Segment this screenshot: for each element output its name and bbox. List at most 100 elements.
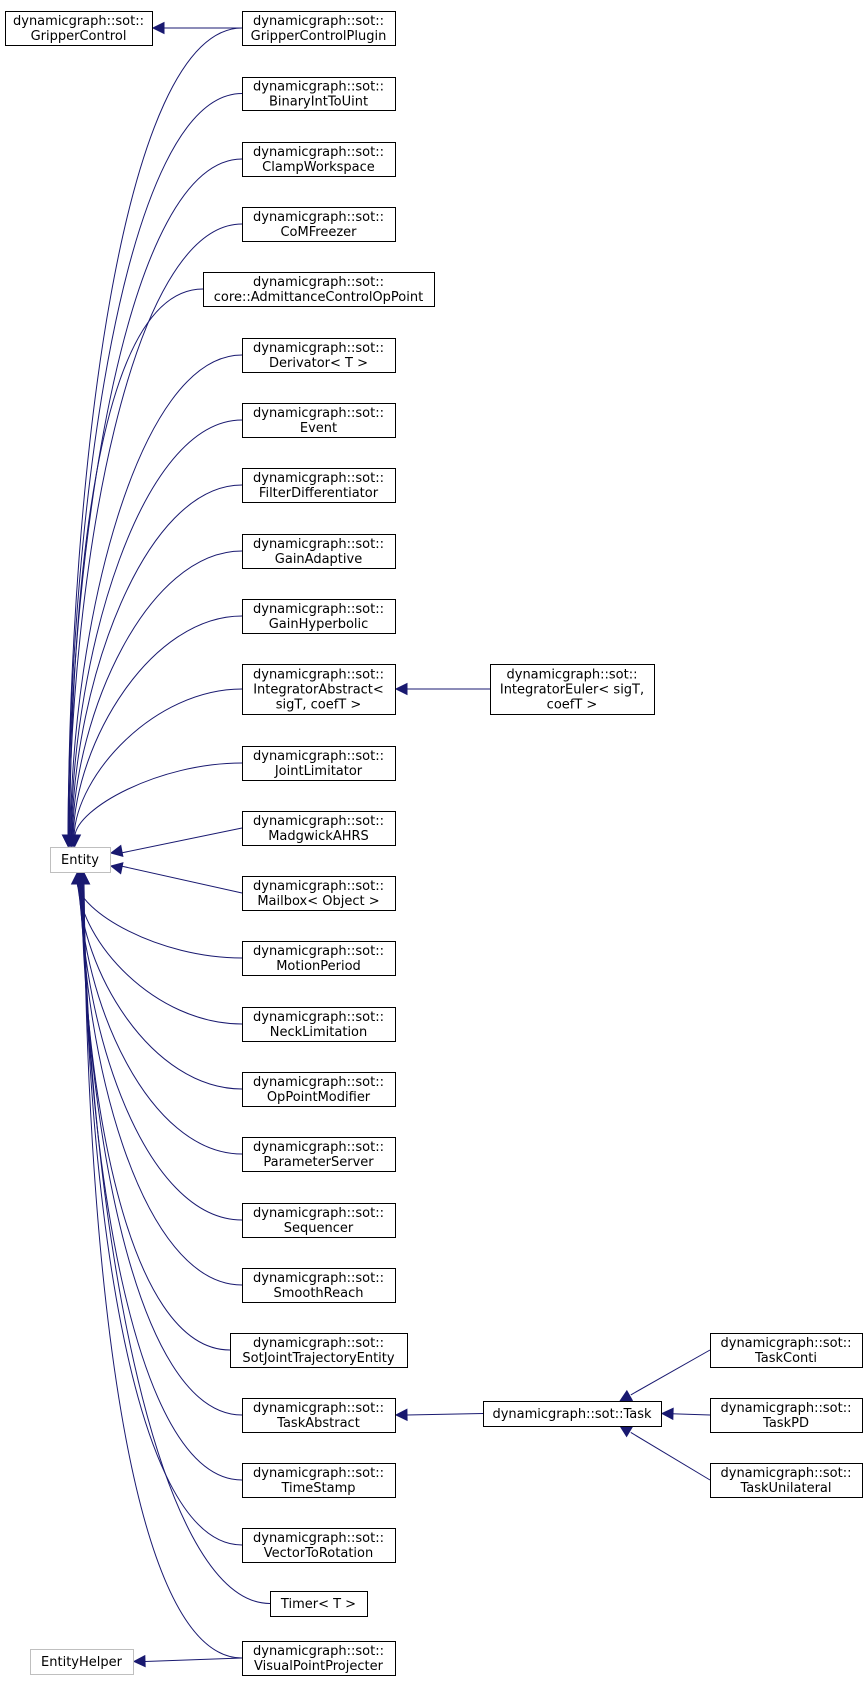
inheritance-edge-vector-to-rotation-to-entity	[77, 871, 243, 1546]
inheritance-edge-op-point-modifier-to-entity	[72, 871, 243, 1090]
class-node-box	[242, 1463, 396, 1498]
inheritance-edge-task-unilateral-to-task	[619, 1425, 711, 1481]
class-node-box	[242, 1007, 396, 1042]
class-node-label: dynamicgraph::sot::	[721, 1466, 852, 1481]
class-node-label: Timer< T >	[280, 1597, 356, 1612]
class-node-label: CoMFreezer	[280, 225, 357, 240]
class-node-task-conti[interactable]: dynamicgraph::sot::TaskConti	[710, 1333, 863, 1368]
class-node-sot-joint-trajectory-entity[interactable]: dynamicgraph::sot::SotJointTrajectoryEnt…	[230, 1333, 408, 1368]
class-node-mailbox[interactable]: dynamicgraph::sot::Mailbox< Object >	[242, 876, 396, 911]
edge-line	[78, 882, 243, 1155]
class-node-task-abstract[interactable]: dynamicgraph::sot::TaskAbstract	[242, 1398, 396, 1433]
class-node-box	[270, 1591, 368, 1617]
class-node-label: NeckLimitation	[270, 1025, 368, 1040]
inheritance-edge-binary-int-to-uint-to-entity	[61, 93, 243, 848]
class-node-derivator[interactable]: dynamicgraph::sot::Derivator< T >	[242, 338, 396, 373]
class-node-label: SmoothReach	[274, 1286, 364, 1301]
class-node-label: dynamicgraph::sot::	[253, 537, 384, 552]
class-node-label: TaskPD	[762, 1416, 809, 1431]
class-node-time-stamp[interactable]: dynamicgraph::sot::TimeStamp	[242, 1463, 396, 1498]
class-node-smooth-reach[interactable]: dynamicgraph::sot::SmoothReach	[242, 1268, 396, 1303]
class-node-label: dynamicgraph::sot::	[253, 1140, 384, 1155]
edge-line	[630, 1349, 711, 1396]
inheritance-edge-visual-point-projecter-to-entity	[77, 871, 243, 1659]
class-node-box	[242, 1268, 396, 1303]
class-node-label: TaskAbstract	[276, 1416, 360, 1431]
class-node-joint-limitator[interactable]: dynamicgraph::sot::JointLimitator	[242, 746, 396, 781]
class-node-label: dynamicgraph::sot::Task	[492, 1407, 651, 1422]
class-node-box	[490, 664, 655, 715]
inheritance-edge-motion-period-to-entity	[70, 871, 243, 959]
class-node-label: TaskUnilateral	[739, 1481, 831, 1496]
class-node-label: dynamicgraph::sot::	[721, 1336, 852, 1351]
class-node-sequencer[interactable]: dynamicgraph::sot::Sequencer	[242, 1203, 396, 1238]
class-node-timer[interactable]: Timer< T >	[270, 1591, 368, 1617]
class-node-gain-adaptive[interactable]: dynamicgraph::sot::GainAdaptive	[242, 534, 396, 569]
class-node-label: dynamicgraph::sot::	[253, 1206, 384, 1221]
class-node-task-pd[interactable]: dynamicgraph::sot::TaskPD	[710, 1398, 863, 1433]
class-node-label: IntegratorAbstract<	[253, 683, 384, 698]
class-node-label: MotionPeriod	[276, 959, 361, 974]
class-node-neck-limitation[interactable]: dynamicgraph::sot::NeckLimitation	[242, 1007, 396, 1042]
edge-line	[67, 158, 243, 837]
inheritance-edge-smooth-reach-to-entity	[74, 871, 243, 1286]
edge-line	[630, 1432, 711, 1481]
inheritance-edge-gain-hyperbolic-to-entity	[66, 615, 243, 848]
class-node-box	[242, 599, 396, 634]
class-node-binary-int-to-uint[interactable]: dynamicgraph::sot::BinaryIntToUint	[242, 77, 396, 111]
class-node-filter-differentiator[interactable]: dynamicgraph::sot::FilterDifferentiator	[242, 468, 396, 503]
class-node-gripper-control[interactable]: dynamicgraph::sot::GripperControl	[5, 11, 153, 46]
nodes-layer: dynamicgraph::sot::GripperControldynamic…	[5, 11, 863, 1676]
class-node-label: dynamicgraph::sot::	[253, 1336, 384, 1351]
class-node-integrator-euler[interactable]: dynamicgraph::sot::IntegratorEuler< sigT…	[490, 664, 655, 715]
class-node-parameter-server[interactable]: dynamicgraph::sot::ParameterServer	[242, 1137, 396, 1172]
class-node-label: dynamicgraph::sot::	[253, 14, 384, 29]
class-node-label: dynamicgraph::sot::	[507, 668, 638, 683]
class-node-task-unilateral[interactable]: dynamicgraph::sot::TaskUnilateral	[710, 1463, 863, 1498]
class-node-label: dynamicgraph::sot::	[253, 602, 384, 617]
class-node-label: EntityHelper	[41, 1655, 123, 1670]
edges-layer	[61, 21, 711, 1668]
class-node-clamp-workspace[interactable]: dynamicgraph::sot::ClampWorkspace	[242, 142, 396, 177]
class-node-label: dynamicgraph::sot::	[253, 1075, 384, 1090]
class-node-label: dynamicgraph::sot::	[253, 879, 384, 894]
class-node-entity[interactable]: Entity	[50, 847, 111, 873]
class-node-motion-period[interactable]: dynamicgraph::sot::MotionPeriod	[242, 941, 396, 976]
inheritance-edge-neck-limitation-to-entity	[71, 871, 243, 1025]
class-node-op-point-modifier[interactable]: dynamicgraph::sot::OpPointModifier	[242, 1072, 396, 1107]
class-node-box	[710, 1333, 863, 1368]
class-node-event[interactable]: dynamicgraph::sot::Event	[242, 403, 396, 438]
class-node-task[interactable]: dynamicgraph::sot::Task	[483, 1401, 662, 1427]
class-node-label: GainHyperbolic	[269, 617, 369, 632]
inheritance-edge-time-stamp-to-entity	[76, 871, 243, 1481]
class-node-gain-hyperbolic[interactable]: dynamicgraph::sot::GainHyperbolic	[242, 599, 396, 634]
class-node-box	[242, 77, 396, 111]
class-node-box	[242, 941, 396, 976]
class-node-box	[203, 272, 435, 307]
class-node-visual-point-projecter[interactable]: dynamicgraph::sot::VisualPointProjecter	[242, 1641, 396, 1676]
inheritance-edge-mailbox-to-entity	[109, 862, 243, 894]
class-node-com-freezer[interactable]: dynamicgraph::sot::CoMFreezer	[242, 207, 396, 242]
inheritance-edge-madgwick-ahrs-to-entity	[109, 827, 243, 858]
class-node-label: GripperControl	[31, 29, 127, 44]
edge-line	[69, 354, 243, 837]
class-node-madgwick-ahrs[interactable]: dynamicgraph::sot::MadgwickAHRS	[242, 811, 396, 846]
edge-line	[406, 1413, 484, 1416]
class-node-vector-to-rotation[interactable]: dynamicgraph::sot::VectorToRotation	[242, 1528, 396, 1563]
class-node-box	[242, 876, 396, 911]
edge-line	[70, 419, 243, 837]
class-node-integrator-abstract[interactable]: dynamicgraph::sot::IntegratorAbstract<si…	[242, 664, 396, 715]
edge-arrowhead	[109, 862, 124, 875]
class-node-box	[710, 1463, 863, 1498]
edge-arrowhead	[394, 682, 408, 696]
class-node-gripper-control-plugin[interactable]: dynamicgraph::sot::GripperControlPlugin	[242, 11, 396, 46]
inheritance-edge-clamp-workspace-to-entity	[61, 158, 243, 848]
inheritance-edge-task-pd-to-task	[660, 1407, 711, 1421]
class-node-box	[710, 1398, 863, 1433]
class-node-label: dynamicgraph::sot::	[253, 341, 384, 356]
class-node-admittance-control-op-point[interactable]: dynamicgraph::sot::core::AdmittanceContr…	[203, 272, 435, 307]
class-node-entity-helper[interactable]: EntityHelper	[30, 1649, 134, 1675]
class-node-label: TaskConti	[754, 1351, 817, 1366]
inheritance-edge-gripper-control-plugin-to-gripper-control	[151, 21, 242, 35]
class-node-box	[242, 142, 396, 177]
